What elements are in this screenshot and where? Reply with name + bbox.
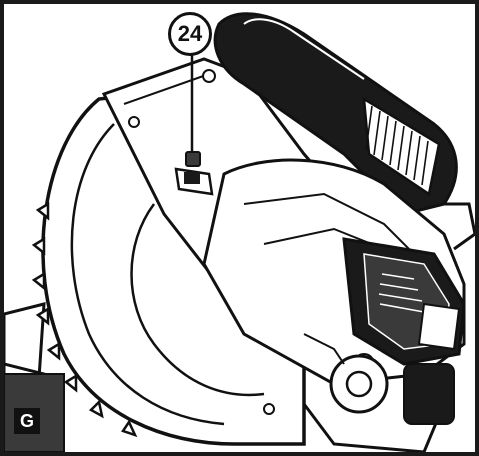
- blade-guard: [31, 92, 306, 446]
- motor-housing: [202, 158, 466, 386]
- miter-saw-drawing: [4, 12, 475, 452]
- part-24-indicator: [174, 54, 214, 196]
- lower-mechanism: [263, 333, 455, 452]
- callout-number: 24: [177, 21, 203, 46]
- callout-number-badge: 24: [168, 12, 212, 56]
- handle: [213, 12, 475, 251]
- panel-letter: G: [19, 410, 34, 431]
- panel-letter-badge: G: [14, 408, 40, 434]
